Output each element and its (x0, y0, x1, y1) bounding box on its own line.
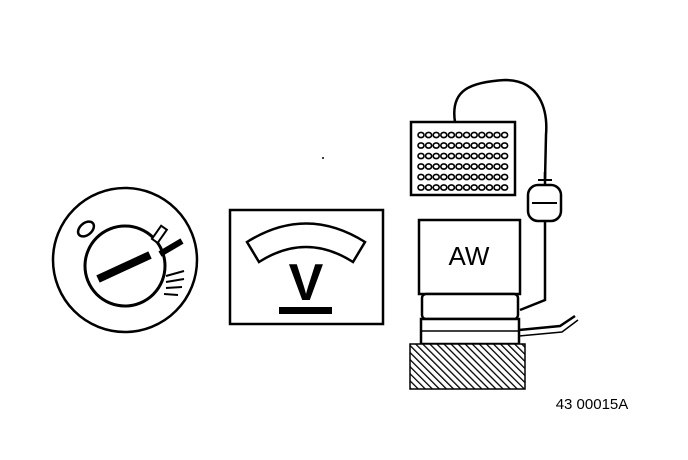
connector-pin (424, 131, 433, 139)
connector-pin (455, 184, 463, 191)
connector-pin (500, 152, 509, 160)
connector-pin (424, 163, 433, 170)
connector-pin (455, 152, 463, 160)
connector-pin (417, 142, 425, 149)
stray-dot (322, 157, 324, 159)
connector-pin (455, 142, 463, 149)
voltmeter-icon: V (228, 208, 385, 326)
connector-pin (417, 152, 425, 160)
connector-pin (432, 142, 441, 149)
connector-pin (439, 152, 448, 160)
transmission-label: AW (449, 241, 490, 271)
connector-block (409, 120, 517, 197)
transmission-icon: AW (409, 78, 579, 390)
connector-pin (439, 131, 448, 139)
connector-pin (485, 131, 494, 139)
reference-code: 43 00015A (556, 396, 629, 413)
connector-pin (417, 163, 425, 170)
connector-pin (424, 142, 433, 149)
sensor-icon (526, 172, 563, 223)
connector-pin (432, 152, 441, 160)
connector-pin (447, 184, 456, 191)
connector-pin (493, 184, 501, 191)
connector-pin (417, 184, 425, 191)
connector-pin (500, 173, 509, 181)
connector-pin (447, 173, 456, 181)
connector-pin (424, 152, 433, 160)
connector-pin (493, 163, 501, 170)
connector-pin (493, 131, 501, 139)
connector-pin (485, 173, 494, 181)
connector-pin (462, 152, 471, 160)
connector-pin (462, 163, 471, 170)
connector-pin (462, 142, 471, 149)
connector-pin (485, 142, 494, 149)
connector-pin (470, 131, 479, 139)
connector-pin (447, 142, 456, 149)
voltmeter-label: V (289, 254, 324, 312)
connector-pin (439, 184, 448, 191)
connector-pin (477, 152, 486, 160)
switch-position-marks (150, 224, 185, 296)
connector-pin (417, 131, 425, 139)
connector-pin (485, 184, 494, 191)
connector-pin (493, 152, 501, 160)
connector-pin (462, 173, 471, 181)
connector-pin (500, 142, 509, 149)
connector-pin (485, 163, 494, 170)
connector-pin (432, 184, 441, 191)
connector-pin (455, 173, 463, 181)
connector-pin (470, 142, 479, 149)
connector-pin (470, 152, 479, 160)
connector-pin (432, 131, 441, 139)
connector-pin (500, 184, 509, 191)
connector-pin (424, 184, 433, 191)
connector-pin (477, 184, 486, 191)
connector-pin (439, 173, 448, 181)
connector-pin (470, 173, 479, 181)
connector-pin (432, 173, 441, 181)
connector-pin (477, 163, 486, 170)
connector-pin (455, 131, 463, 139)
connector-pin (477, 142, 486, 149)
connector-pin (493, 173, 501, 181)
connector-pin (500, 131, 509, 139)
connector-pin (470, 163, 479, 170)
connector-pin (447, 163, 456, 170)
connector-pin (439, 163, 448, 170)
connector-pin (462, 184, 471, 191)
connector-pin (470, 184, 479, 191)
connector-pin (417, 173, 425, 181)
connector-pin (455, 163, 463, 170)
connector-pin (432, 163, 441, 170)
connector-pin (477, 131, 486, 139)
connector-pins (417, 131, 509, 191)
ignition-switch-icon (51, 186, 199, 334)
connector-pin (424, 173, 433, 181)
connector-pin (439, 142, 448, 149)
connector-pin (493, 142, 501, 149)
connector-pin (462, 131, 471, 139)
connector-pin (500, 163, 509, 170)
connector-pin (477, 173, 486, 181)
connector-pin (485, 152, 494, 160)
connector-pin (447, 152, 456, 160)
connector-pin (447, 131, 456, 139)
